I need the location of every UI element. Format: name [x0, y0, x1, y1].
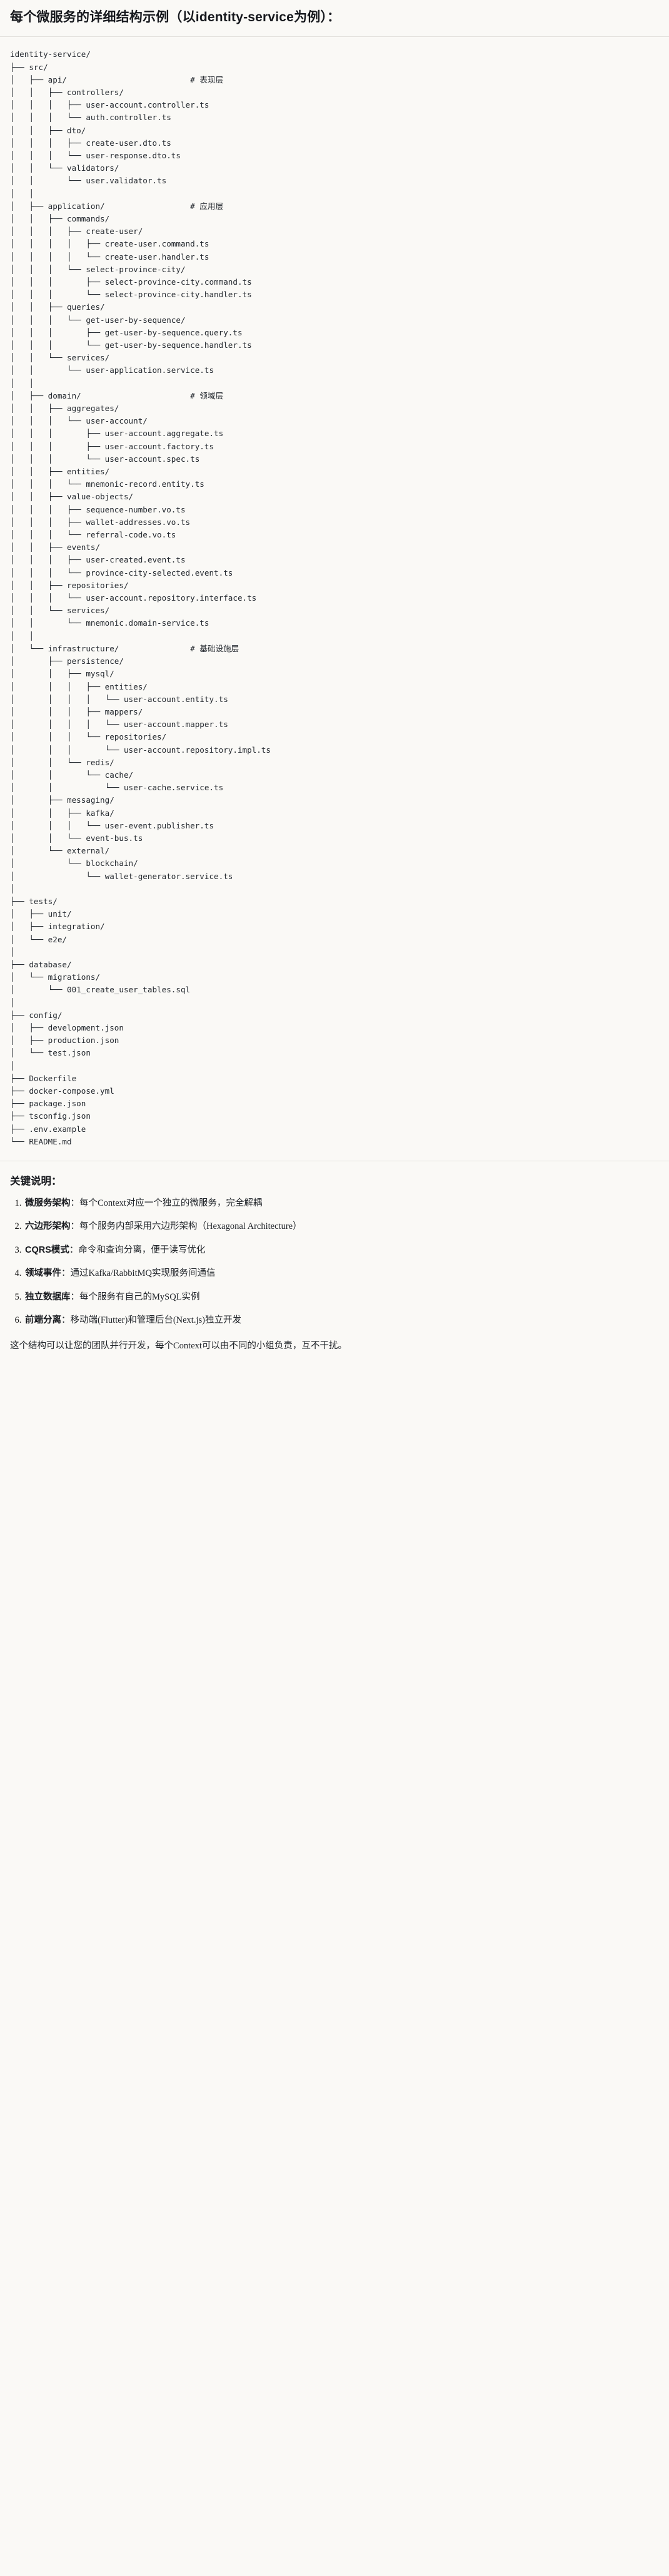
- list-item: 六边形架构：每个服务内部采用六边形架构（Hexagonal Architectu…: [24, 1219, 659, 1233]
- list-item: 独立数据库：每个服务有自己的MySQL实例: [24, 1290, 659, 1304]
- list-item: 微服务架构：每个Context对应一个独立的微服务，完全解耦: [24, 1196, 659, 1210]
- divider-top: [0, 36, 669, 38]
- note-separator: ：: [61, 1315, 71, 1326]
- note-description: 每个Context对应一个独立的微服务，完全解耦: [79, 1198, 263, 1209]
- page-title: 每个微服务的详细结构示例（以identity-service为例）：: [10, 10, 341, 24]
- note-separator: ：: [69, 1245, 79, 1255]
- list-item: CQRS模式：命令和查询分离，便于读写优化: [24, 1243, 659, 1257]
- note-term: 微服务架构: [25, 1198, 71, 1209]
- note-term: 前端分离: [25, 1315, 61, 1326]
- note-term: 独立数据库: [25, 1291, 71, 1302]
- note-term: CQRS模式: [25, 1245, 69, 1255]
- key-notes-title: 关键说明：: [10, 1176, 62, 1188]
- note-description: 命令和查询分离，便于读写优化: [78, 1245, 206, 1255]
- document-page: 每个微服务的详细结构示例（以identity-service为例）： ident…: [0, 0, 669, 1367]
- note-separator: ：: [61, 1268, 71, 1279]
- note-term: 六边形架构: [25, 1221, 71, 1232]
- note-description: 每个服务有自己的MySQL实例: [79, 1291, 200, 1302]
- note-separator: ：: [70, 1291, 80, 1302]
- directory-tree: identity-service/ ├── src/ │ ├── api/ # …: [10, 49, 271, 1146]
- note-description: 通过Kafka/RabbitMQ实现服务间通信: [70, 1268, 216, 1279]
- note-description: 每个服务内部采用六边形架构（Hexagonal Architecture）: [79, 1221, 302, 1232]
- directory-tree-block: identity-service/ ├── src/ │ ├── api/ # …: [0, 37, 669, 1161]
- note-separator: ：: [70, 1221, 80, 1232]
- note-separator: ：: [70, 1198, 80, 1209]
- list-item: 领域事件：通过Kafka/RabbitMQ实现服务间通信: [24, 1266, 659, 1280]
- list-item: 前端分离：移动端(Flutter)和管理后台(Next.js)独立开发: [24, 1313, 659, 1327]
- note-description: 移动端(Flutter)和管理后台(Next.js)独立开发: [70, 1315, 241, 1326]
- key-notes-section: 关键说明： 微服务架构：每个Context对应一个独立的微服务，完全解耦 六边形…: [0, 1161, 669, 1367]
- closing-paragraph: 这个结构可以让您的团队并行开发，每个Context可以由不同的小组负责，互不干扰…: [10, 1340, 347, 1351]
- note-term: 领域事件: [25, 1268, 61, 1279]
- key-notes-list: 微服务架构：每个Context对应一个独立的微服务，完全解耦 六边形架构：每个服…: [10, 1196, 659, 1328]
